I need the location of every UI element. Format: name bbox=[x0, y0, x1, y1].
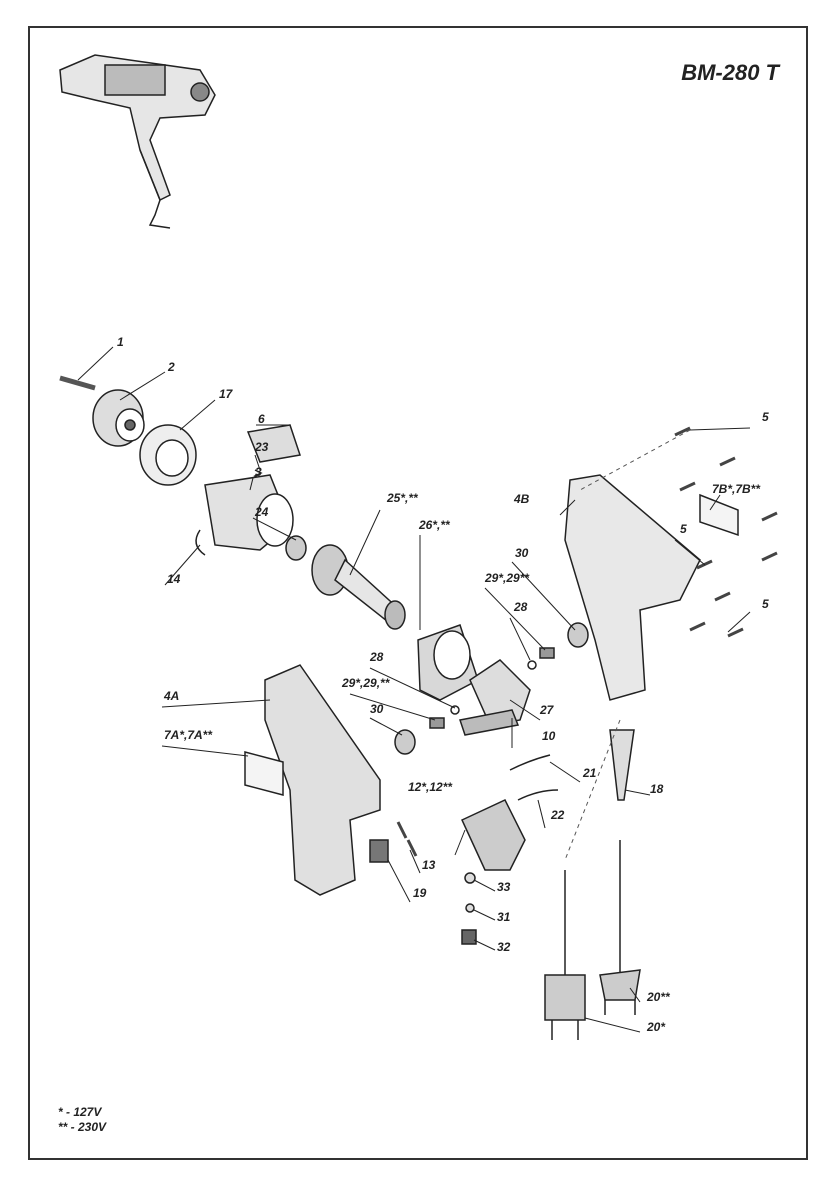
label-part-13: 13 bbox=[422, 858, 436, 872]
assembly-guides bbox=[564, 429, 691, 861]
label-part-30-left: 30 bbox=[370, 702, 384, 716]
part-28-cap-b bbox=[450, 705, 460, 715]
drill-thumbnail bbox=[59, 54, 216, 229]
label-part-3: 3 bbox=[255, 465, 262, 479]
label-part-28-right: 28 bbox=[514, 600, 528, 614]
label-part-22: 22 bbox=[551, 808, 565, 822]
part-24-bearing bbox=[285, 535, 307, 561]
part-32-part bbox=[461, 929, 477, 945]
part-1-screw bbox=[59, 375, 96, 391]
label-part-29-left: 29*,29,** bbox=[342, 676, 390, 690]
label-part-20-127v: 20* bbox=[647, 1020, 666, 1034]
label-part-10: 10 bbox=[542, 729, 556, 743]
label-part-5-top: 5 bbox=[762, 410, 769, 424]
part-2-chuck bbox=[92, 389, 145, 447]
part-29-brush-b bbox=[429, 717, 445, 729]
label-part-4b: 4B bbox=[514, 492, 530, 506]
label-part-2: 2 bbox=[168, 360, 175, 374]
label-part-28-left: 28 bbox=[370, 650, 384, 664]
label-part-26: 26*,** bbox=[419, 518, 450, 532]
part-30-bearing-b bbox=[394, 729, 416, 755]
part-4b-housing bbox=[564, 474, 701, 701]
label-part-29-right: 29*,29** bbox=[485, 571, 530, 585]
part-19-clamp bbox=[369, 839, 389, 863]
part-25-armature bbox=[311, 544, 406, 630]
label-part-7a: 7A*,7A** bbox=[164, 728, 213, 742]
label-part-14: 14 bbox=[167, 572, 181, 586]
part-31-part bbox=[465, 903, 475, 913]
label-part-18: 18 bbox=[650, 782, 664, 796]
part-30-bearing-a bbox=[567, 622, 589, 648]
label-part-33: 33 bbox=[497, 880, 511, 894]
label-part-30-right: 30 bbox=[515, 546, 529, 560]
label-part-1: 1 bbox=[117, 335, 124, 349]
model-title: BM-280 T bbox=[681, 60, 779, 85]
legend-127v: * - 127V bbox=[58, 1105, 102, 1119]
part-12-switch bbox=[461, 799, 526, 871]
part-26-stator bbox=[417, 624, 479, 701]
part-22-wire bbox=[517, 789, 559, 801]
label-part-27: 27 bbox=[540, 703, 554, 717]
part-5-screws bbox=[674, 426, 778, 638]
label-part-5-bottom: 5 bbox=[762, 597, 769, 611]
label-part-12: 12*,12** bbox=[408, 780, 453, 794]
label-part-24: 24 bbox=[255, 505, 269, 519]
part-20-cord-127v bbox=[544, 870, 586, 1040]
label-part-31: 31 bbox=[497, 910, 511, 924]
label-part-21: 21 bbox=[583, 766, 597, 780]
part-6-cover bbox=[246, 424, 301, 463]
label-part-6: 6 bbox=[258, 412, 265, 426]
part-20-cord-230v bbox=[599, 840, 641, 1015]
part-33-part bbox=[464, 872, 476, 884]
part-28-cap-a bbox=[527, 660, 537, 670]
label-part-5-mid: 5 bbox=[680, 522, 687, 536]
legend-230v: ** - 230V bbox=[58, 1120, 107, 1134]
label-part-32: 32 bbox=[497, 940, 511, 954]
part-13-screws bbox=[396, 821, 418, 857]
label-part-4a: 4A bbox=[164, 689, 180, 703]
part-10-plate bbox=[459, 709, 520, 736]
diagram-frame bbox=[28, 26, 808, 1160]
part-7b-plate bbox=[699, 493, 739, 537]
part-21-wire bbox=[509, 754, 551, 771]
label-part-20-230v: 20** bbox=[647, 990, 670, 1004]
label-part-19: 19 bbox=[413, 886, 427, 900]
label-part-7b: 7B*,7B** bbox=[712, 482, 761, 496]
label-part-17: 17 bbox=[219, 387, 233, 401]
label-part-23: 23 bbox=[255, 440, 269, 454]
part-29-brush-a bbox=[539, 647, 555, 659]
part-17-ring bbox=[139, 424, 197, 486]
part-18-cord-sleeve bbox=[609, 729, 635, 801]
part-3-gearbox bbox=[204, 474, 294, 551]
part-7a-plate bbox=[244, 751, 284, 796]
leader-lines bbox=[77, 346, 751, 1033]
label-part-25: 25*,** bbox=[387, 491, 418, 505]
part-14-clip bbox=[195, 529, 206, 556]
